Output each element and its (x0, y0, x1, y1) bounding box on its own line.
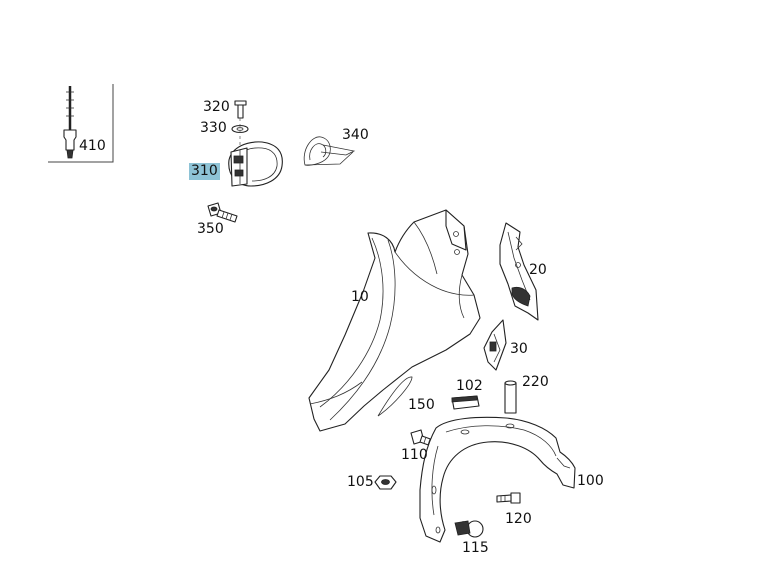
part-115-push-clip[interactable] (454, 520, 484, 538)
callout-150[interactable]: 150 (408, 397, 435, 413)
part-100-wheel-liner[interactable] (419, 416, 576, 543)
part-350-bolt[interactable] (207, 202, 238, 223)
callout-410[interactable]: 410 (79, 138, 106, 154)
callout-30[interactable]: 30 (510, 341, 528, 357)
callout-220[interactable]: 220 (522, 374, 549, 390)
callout-102[interactable]: 102 (456, 378, 483, 394)
part-220-sleeve[interactable] (504, 380, 517, 414)
part-30-bracket[interactable] (483, 319, 507, 371)
callout-20[interactable]: 20 (529, 262, 547, 278)
part-105-clip[interactable] (374, 475, 397, 490)
callout-100[interactable]: 100 (577, 473, 604, 489)
part-340-wire-hinge[interactable] (303, 136, 356, 166)
part-310-filler-flap[interactable] (228, 141, 283, 187)
callout-120[interactable]: 120 (505, 511, 532, 527)
callout-110[interactable]: 110 (401, 447, 428, 463)
part-102-pad[interactable] (451, 395, 480, 410)
callout-10[interactable]: 10 (351, 289, 369, 305)
callout-105[interactable]: 105 (347, 474, 374, 490)
callout-320[interactable]: 320 (203, 99, 230, 115)
part-20-bracket[interactable] (499, 222, 539, 321)
part-120-bolt[interactable] (496, 492, 521, 504)
callout-330[interactable]: 330 (200, 120, 227, 136)
part-10-side-panel[interactable] (308, 209, 481, 432)
part-320-pin[interactable] (234, 100, 247, 119)
part-410-rod[interactable] (48, 84, 114, 163)
callout-340[interactable]: 340 (342, 127, 369, 143)
callout-115[interactable]: 115 (462, 540, 489, 556)
callout-310-selected[interactable]: 310 (189, 163, 220, 180)
callout-350[interactable]: 350 (197, 221, 224, 237)
